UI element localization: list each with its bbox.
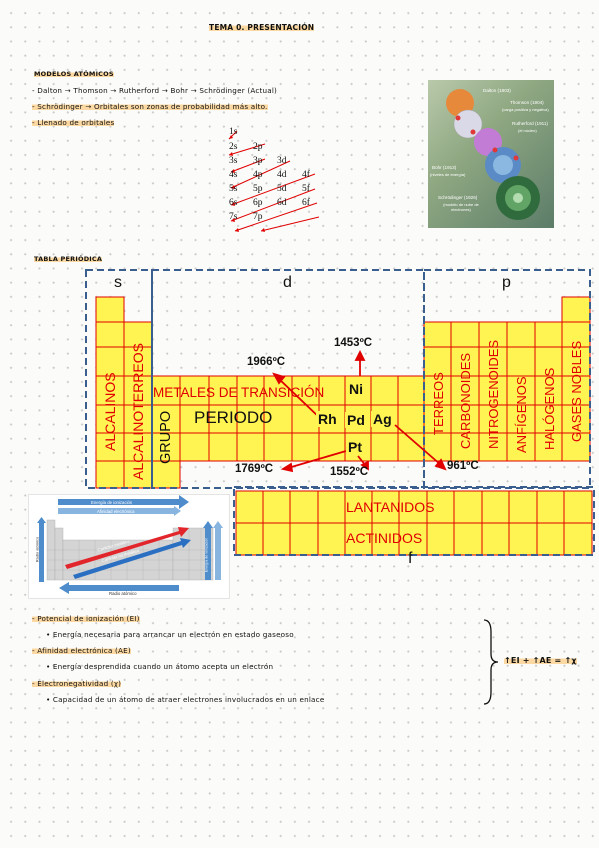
orbital-5f: 5f bbox=[302, 184, 310, 194]
electronegativity-title: - Electronegatividad (χ) bbox=[32, 679, 122, 688]
schrodinger-label: Schrödinger (1926) bbox=[438, 195, 478, 200]
lantanidos-label: LANTANIDOS bbox=[346, 499, 435, 515]
temp-ag: 961ºC bbox=[447, 460, 479, 472]
element-pd: Pd bbox=[345, 412, 367, 428]
ionization-title: - Potencial de ionización (EI) bbox=[32, 614, 140, 623]
block-s-label: s bbox=[114, 274, 122, 291]
gases-nobles-label: GASES NOBLES bbox=[569, 340, 584, 442]
dalton-label: Dalton (1803) bbox=[483, 88, 511, 93]
orbital-4p: 4p bbox=[253, 170, 263, 180]
atom-models-drawing bbox=[446, 89, 540, 220]
summary-brace bbox=[483, 619, 499, 705]
block-d-label: d bbox=[283, 274, 292, 291]
element-ni: Ni bbox=[347, 381, 365, 397]
orbital-6d: 6d bbox=[277, 198, 287, 208]
orbital-diagram: 1s 2s 2p 3s 3p 3d 4s 4p 4d 4f 5s 5p 5d 5… bbox=[225, 125, 335, 233]
summary-formula: ↑EI + ↑AE = ↑χ bbox=[504, 656, 577, 665]
orbital-1s: 1s bbox=[229, 127, 238, 137]
orbital-2p: 2p bbox=[253, 142, 263, 152]
orbital-6p: 6p bbox=[253, 198, 263, 208]
orbital-6s: 6s bbox=[229, 198, 238, 208]
orbital-3s: 3s bbox=[229, 156, 238, 166]
orbital-3d: 3d bbox=[277, 156, 287, 166]
trends-image: Energía de ionización Afinidad electróni… bbox=[28, 494, 230, 599]
block-p-label: p bbox=[502, 274, 511, 291]
bohr-label: Bohr (1913) bbox=[432, 165, 457, 170]
atomic-models-image: Dalton (1803) Thomson (1904) (carga posi… bbox=[428, 80, 554, 228]
metales-label: METALES DE TRANSICIÓN bbox=[153, 385, 325, 400]
rutherford-label: Rutherford (1911) bbox=[512, 121, 548, 126]
orbital-4s: 4s bbox=[229, 170, 238, 180]
carbonoides-label: CARBONOIDES bbox=[458, 352, 473, 450]
grupo-label: GRUPO bbox=[158, 410, 174, 464]
affinity-title: - Afinidad electrónica (AE) bbox=[32, 646, 131, 655]
halogenos-label: HALÓGENOS bbox=[542, 367, 557, 451]
trend-radius-label: Radio atómico bbox=[109, 591, 137, 596]
element-rh: Rh bbox=[316, 411, 339, 427]
atomic-line-1: - Dalton → Thomson → Rutherford → Bohr →… bbox=[32, 86, 278, 95]
alcalinos-label: ALCALINOS bbox=[102, 372, 118, 452]
actinidos-label: ACTINIDOS bbox=[346, 530, 423, 546]
thomson-label: Thomson (1904) bbox=[510, 100, 544, 105]
element-ag: Ag bbox=[371, 411, 394, 427]
page-title: TEMA 0. PRESENTACIÓN bbox=[209, 23, 315, 32]
orbital-5s: 5s bbox=[229, 184, 238, 194]
affinity-desc: • Energía desprendida cuando un átomo ac… bbox=[46, 662, 274, 671]
temp-rh: 1966ºC bbox=[247, 356, 286, 368]
anfigenos-label: ANFÍGENOS bbox=[514, 376, 529, 454]
trend-radius-vertical-label: Radio atómico bbox=[34, 536, 40, 563]
nitrogenoides-label: NITROGENOIDES bbox=[486, 339, 501, 450]
orbital-3p: 3p bbox=[253, 156, 263, 166]
trends-drawing bbox=[37, 495, 223, 594]
atomic-line-2: - Schrödinger → Orbitales son zonas de p… bbox=[32, 102, 268, 111]
orbital-7p: 7p bbox=[253, 212, 263, 222]
atomic-line-3: - Llenado de orbitales bbox=[32, 118, 115, 127]
terreos-label: TERREOS bbox=[431, 372, 446, 435]
temp-pt: 1552ºC bbox=[330, 466, 369, 478]
periodo-label: PERIODO bbox=[194, 408, 273, 427]
trend-ionization-label: Energía de ionización bbox=[91, 500, 133, 505]
orbital-4f: 4f bbox=[302, 170, 310, 180]
temp-pt-left: 1769ºC bbox=[235, 463, 274, 475]
element-pt: Pt bbox=[346, 439, 364, 455]
orbital-7s: 7s bbox=[229, 212, 238, 222]
electronegativity-desc: • Capacidad de un átomo de atraer electr… bbox=[46, 695, 325, 704]
trend-affinity-label: Afinidad electrónica bbox=[97, 509, 135, 514]
orbital-2s: 2s bbox=[229, 142, 238, 152]
alcalinoterreos-label: ALCALINOTERREOS bbox=[130, 343, 146, 480]
atomic-models-heading: MODELOS ATÓMICOS bbox=[34, 70, 114, 78]
orbital-6f: 6f bbox=[302, 198, 310, 208]
orbital-5p: 5p bbox=[253, 184, 263, 194]
block-f-label: f bbox=[408, 550, 413, 567]
rutherford-sub-label: (el núcleo) bbox=[518, 128, 537, 133]
thomson-sub-label: (carga positiva y negativa) bbox=[502, 107, 549, 112]
temp-ni: 1453ºC bbox=[334, 337, 373, 349]
trend-energy-vertical-label: Energía de ionización bbox=[204, 537, 209, 573]
orbital-5d: 5d bbox=[277, 184, 287, 194]
periodic-heading: TABLA PERIÓDICA bbox=[34, 255, 103, 263]
bohr-sub-label: (niveles de energía) bbox=[430, 172, 466, 177]
orbital-arrows bbox=[228, 130, 320, 232]
ionization-desc: • Energía necesaria para arrancar un ele… bbox=[46, 630, 294, 639]
schrodinger-sub-label: (modelo de nube de electrones) bbox=[443, 202, 479, 212]
orbital-4d: 4d bbox=[277, 170, 287, 180]
